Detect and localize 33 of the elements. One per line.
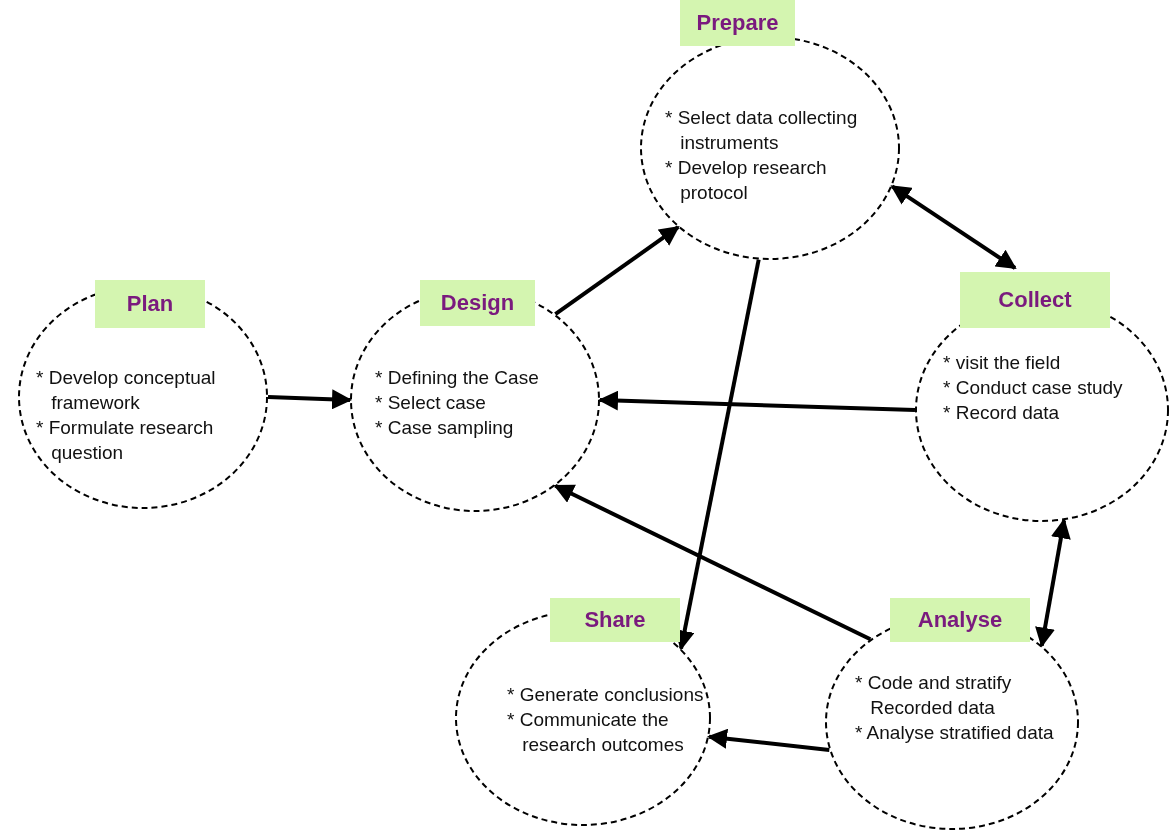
bullet-text: * Develop research protocol (665, 156, 828, 206)
arrow (707, 728, 830, 752)
stage-heading: Share (550, 598, 680, 642)
arrow (890, 184, 1017, 270)
bullet-text: * visit the field (943, 351, 1062, 375)
arrow (598, 390, 916, 412)
stage-heading: Collect (960, 272, 1110, 328)
dashed-circle-node (455, 598, 711, 826)
bullet-text: * Defining the Case (375, 366, 540, 390)
bullet-text: * Formulate research question (36, 416, 215, 466)
dashed-circle-node (640, 0, 900, 260)
bullet-text: * Select case (375, 391, 487, 416)
arrow (267, 389, 352, 410)
arrow (1035, 518, 1071, 648)
stage-heading: Design (420, 280, 535, 326)
stage-heading: Prepare (680, 0, 795, 46)
dashed-circle-node (915, 272, 1169, 522)
bullet-text: * Code and stratify Recorded data (855, 671, 1013, 721)
bullet-text: * Select data collecting instruments (665, 106, 859, 156)
dashed-circle-node (18, 280, 268, 509)
dashed-circle-node (350, 280, 600, 512)
arrow (554, 225, 680, 316)
bullet-text: * Communicate the research outcomes (507, 708, 685, 758)
dashed-circle-node (825, 598, 1079, 830)
bullet-text: * Case sampling (375, 416, 515, 441)
bullet-text: * Conduct case study (943, 376, 1124, 401)
bullet-text: * Record data (943, 401, 1061, 426)
bullet-text: * Generate conclusions (507, 683, 705, 707)
arrow (553, 484, 872, 642)
bullet-text: * Develop conceptual framework (36, 366, 217, 416)
bullet-text: * Analyse stratified data (855, 721, 1055, 746)
stage-heading: Analyse (890, 598, 1030, 642)
stage-heading: Plan (95, 280, 205, 328)
